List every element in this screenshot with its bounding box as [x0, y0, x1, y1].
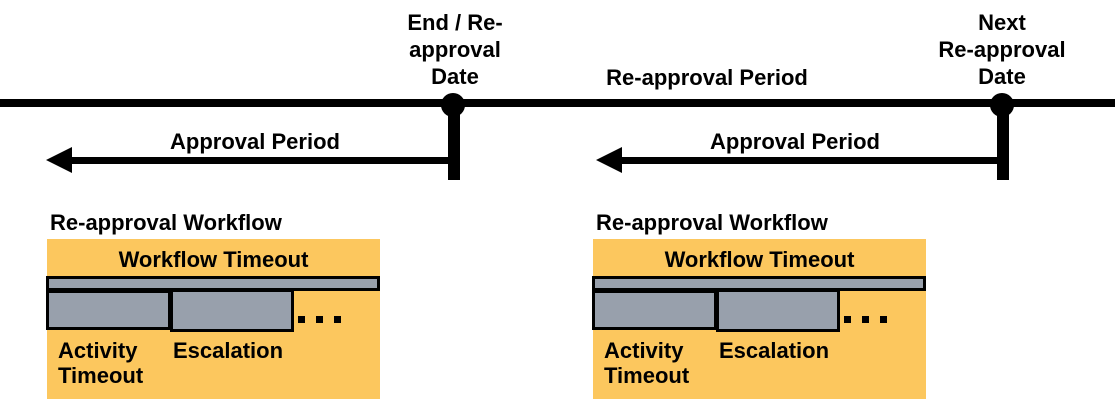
escalation-label: Escalation — [173, 338, 284, 363]
end-reapproval-date-tick — [448, 104, 460, 180]
escalation-bar — [716, 289, 840, 332]
workflow-title: Re-approval Workflow — [596, 210, 828, 235]
approval-period-label: Approval Period — [710, 129, 880, 154]
ellipsis-dot — [844, 316, 851, 323]
ellipsis-icon — [298, 316, 388, 323]
approval-period-label: Approval Period — [170, 129, 340, 154]
activity-timeout-bar — [46, 290, 171, 330]
ellipsis-icon — [844, 316, 934, 323]
ellipsis-dot — [334, 316, 341, 323]
ellipsis-dot — [316, 316, 323, 323]
workflow-timeout-label: Workflow Timeout — [118, 247, 309, 272]
timeline-axis — [0, 99, 1115, 107]
end-reapproval-date-label: End / Re- approval Date — [407, 10, 503, 89]
next-reapproval-date-label: Next Re-approval Date — [938, 10, 1066, 89]
workflow-timeout-label: Workflow Timeout — [664, 247, 855, 272]
reapproval-workflow-group: Re-approval Workflow Workflow Timeout Ac… — [592, 210, 926, 399]
approval-period-arrow-shaft-right — [620, 157, 997, 164]
left-arrowhead-icon — [596, 147, 622, 173]
ellipsis-dot — [298, 316, 305, 323]
escalation-label: Escalation — [719, 338, 830, 363]
reapproval-workflow-group: Re-approval Workflow Workflow Timeout Ac… — [46, 210, 380, 399]
left-arrowhead-icon — [46, 147, 72, 173]
next-reapproval-date-tick — [997, 104, 1009, 180]
workflow-title: Re-approval Workflow — [50, 210, 282, 235]
ellipsis-dot — [862, 316, 869, 323]
escalation-bar — [170, 289, 294, 332]
approval-period-arrow-shaft-left — [70, 157, 448, 164]
reapproval-period-label: Re-approval Period — [606, 65, 808, 90]
activity-timeout-bar — [592, 290, 717, 330]
activity-timeout-label: Activity Timeout — [58, 338, 144, 388]
activity-timeout-label: Activity Timeout — [604, 338, 690, 388]
ellipsis-dot — [880, 316, 887, 323]
